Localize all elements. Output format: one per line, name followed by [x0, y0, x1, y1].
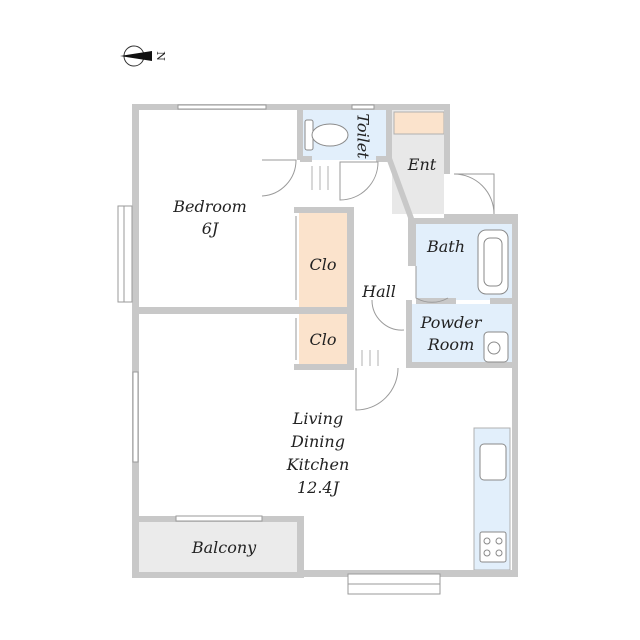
toilet-label: Toilet [354, 113, 373, 159]
stove [479, 531, 507, 563]
step-marks [311, 166, 379, 366]
doors [261, 159, 495, 411]
bath-label: Bath [426, 237, 465, 256]
balcony-label: Balcony [191, 538, 257, 557]
window-bay-bedroom [117, 205, 133, 303]
window-left-ldk [132, 371, 139, 463]
shoe-box [393, 111, 445, 135]
bathtub-inner [483, 237, 503, 287]
stove-burner-icon [483, 549, 491, 557]
window-top-bedroom [177, 104, 267, 110]
compass-arrow-icon [120, 45, 152, 67]
windows [117, 104, 441, 595]
washbasin [483, 331, 509, 363]
powder-room-label-line1: Powder [420, 313, 483, 332]
compass-north-label: N [154, 51, 167, 61]
compass: N [120, 45, 167, 67]
window-top-toilet [351, 104, 375, 110]
ldk-size-label: 12.4J [297, 478, 341, 497]
bedroom-name-label: Bedroom [172, 197, 247, 216]
bedroom-size-label: 6J [202, 219, 220, 238]
entrance-label: Ent [407, 155, 437, 174]
powder-room-label-line2: Room [427, 335, 474, 354]
balcony-floor [139, 522, 297, 572]
closet-lower-floor [299, 314, 347, 364]
stove-burner-icon [495, 549, 503, 557]
stove-burner-icon [495, 537, 503, 545]
hall-label: Hall [361, 282, 396, 301]
ldk-label-line3: Kitchen [286, 455, 350, 474]
closet-upper-floor [299, 213, 347, 307]
kitchen-sink [479, 443, 507, 481]
closet-lower-label: Clo [310, 330, 337, 349]
ldk-label-line1: Living [292, 409, 343, 428]
stove-burner-icon [483, 537, 491, 545]
ldk-label-line2: Dining [290, 432, 345, 451]
window-balcony [175, 515, 263, 522]
toilet-bowl [311, 123, 349, 147]
toilet-fixture [304, 119, 349, 151]
closet-upper-label: Clo [310, 255, 337, 274]
